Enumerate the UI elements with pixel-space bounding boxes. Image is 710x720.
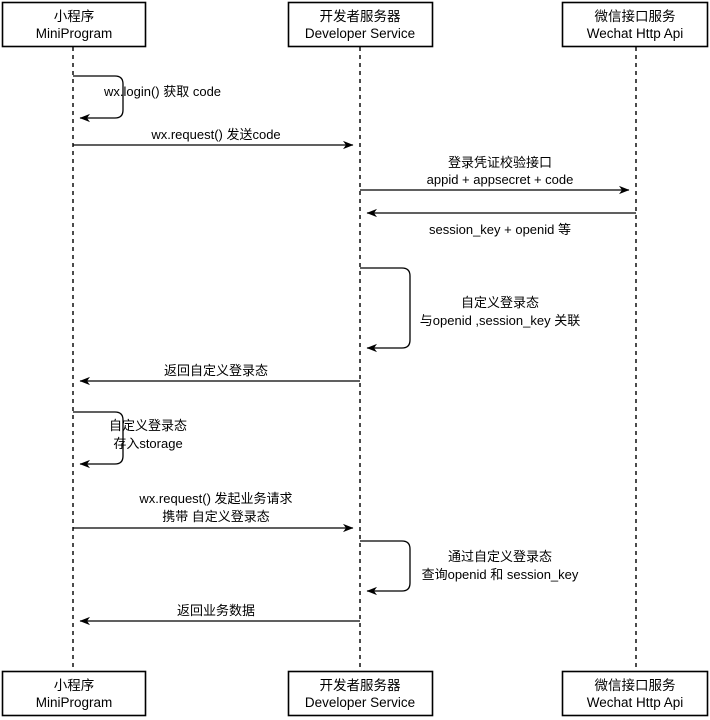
actor-header-wechat-http-api[interactable]: 微信接口服务 Wechat Http Api	[561, 1, 709, 48]
actor-header-miniprogram-en: MiniProgram	[36, 26, 113, 41]
message-m6-label-line-1: 返回自定义登录态	[164, 363, 268, 378]
message-m5-self-custom-login-state[interactable]: 自定义登录态 与openid ,session_key 关联	[360, 267, 580, 353]
message-m10-label-line-1: 返回业务数据	[177, 603, 255, 618]
actor-footer-wechat-http-api-cn: 微信接口服务	[595, 677, 676, 693]
actor-footer-developer-service-cn: 开发者服务器	[320, 678, 401, 693]
actor-header-developer-service-en: Developer Service	[305, 26, 415, 41]
message-m9-self-lookup-openid[interactable]: 通过自定义登录态 查询openid 和 session_key	[360, 540, 579, 596]
actor-footer-developer-service[interactable]: 开发者服务器 Developer Service	[287, 670, 434, 717]
actor-header-wechat-http-api-cn: 微信接口服务	[595, 8, 676, 24]
message-m8-label-line-2: 携带 自定义登录态	[162, 509, 270, 524]
actor-header-developer-service[interactable]: 开发者服务器 Developer Service	[287, 1, 434, 48]
actor-header-miniprogram[interactable]: 小程序 MiniProgram	[1, 1, 147, 48]
actor-footer-miniprogram[interactable]: 小程序 MiniProgram	[1, 670, 147, 717]
actor-footer-wechat-http-api-en: Wechat Http Api	[587, 695, 684, 710]
message-m9-label-line-2: 查询openid 和 session_key	[422, 567, 579, 582]
message-m7-label-line-2: 存入storage	[113, 436, 182, 451]
message-m5-label-line-2: 与openid ,session_key 关联	[420, 313, 580, 328]
actor-footer-miniprogram-cn: 小程序	[54, 678, 95, 693]
message-m3-login-credential-verify[interactable]: 登录凭证校验接口 appid + appsecret + code	[360, 155, 630, 195]
message-m5-label-line-1: 自定义登录态	[461, 295, 539, 310]
actor-footer-miniprogram-en: MiniProgram	[36, 695, 113, 710]
message-m2-label-line-1: wx.request() 发送code	[150, 127, 280, 142]
message-m2-wx-request-send-code[interactable]: wx.request() 发送code	[73, 127, 354, 150]
actor-header-wechat-http-api-en: Wechat Http Api	[587, 26, 684, 41]
message-m1-label-line-1: wx.login() 获取 code	[103, 84, 221, 99]
actor-footer-developer-service-en: Developer Service	[305, 695, 415, 710]
message-m9-label-line-1: 通过自定义登录态	[448, 549, 552, 564]
actor-footer-wechat-http-api[interactable]: 微信接口服务 Wechat Http Api	[561, 670, 709, 717]
message-m7-label-line-1: 自定义登录态	[109, 418, 187, 433]
message-m1-self-wx-login[interactable]: wx.login() 获取 code	[73, 75, 221, 123]
message-m7-self-store-login-state[interactable]: 自定义登录态 存入storage	[73, 411, 187, 469]
actor-header-developer-service-cn: 开发者服务器	[320, 9, 401, 24]
message-m3-label-line-1: 登录凭证校验接口	[448, 155, 552, 170]
message-m4-session-key-openid[interactable]: session_key + openid 等	[366, 208, 636, 237]
message-m8-wx-request-business[interactable]: wx.request() 发起业务请求 携带 自定义登录态	[73, 491, 354, 533]
message-m3-label-line-2: appid + appsecret + code	[427, 172, 574, 187]
message-m4-label-line-1: session_key + openid 等	[429, 222, 571, 237]
message-m8-label-line-1: wx.request() 发起业务请求	[138, 491, 292, 506]
actor-header-miniprogram-cn: 小程序	[54, 9, 95, 24]
message-m6-return-custom-login-state[interactable]: 返回自定义登录态	[79, 363, 360, 386]
message-m10-return-business-data[interactable]: 返回业务数据	[79, 603, 360, 626]
